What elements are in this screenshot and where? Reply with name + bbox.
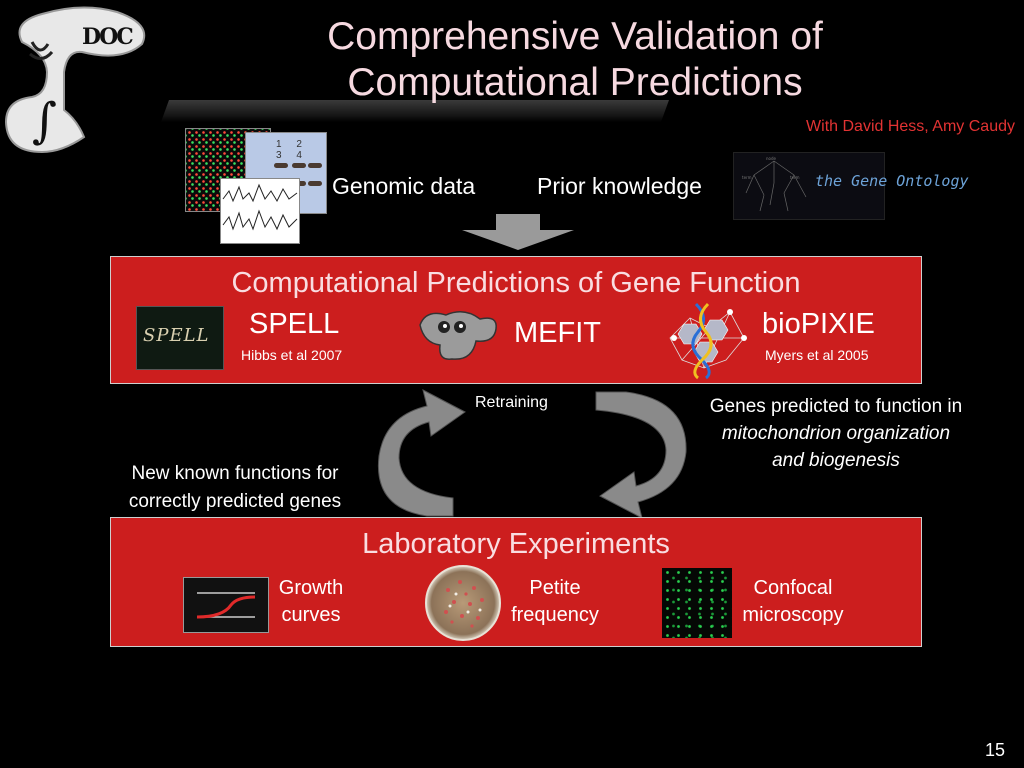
blot-band	[308, 181, 322, 186]
integral-bell-logo-icon: ∫	[4, 6, 146, 154]
svg-text:term: term	[790, 175, 800, 180]
logo-text: DOC	[82, 24, 134, 50]
svg-text:∫: ∫	[32, 93, 57, 149]
spell-logo-image: SPELL	[136, 306, 224, 370]
title-line-1: Comprehensive Validation of	[327, 15, 823, 58]
predictions-box-title: Computational Predictions of Gene Functi…	[231, 267, 801, 299]
growth-line-2: curves	[281, 604, 341, 626]
genes-predicted-line-2: mitochondrion organization	[721, 423, 951, 444]
genes-predicted-line-3: and biogenesis	[772, 450, 900, 471]
petite-frequency-label: Petite frequency	[500, 575, 610, 629]
confocal-microscopy-label: Confocal microscopy	[733, 575, 853, 629]
cycle-arrow-up-icon	[377, 389, 466, 517]
spell-name: SPELL	[249, 308, 340, 340]
title-line-2: Computational Predictions	[347, 61, 803, 104]
svg-text:term: term	[742, 175, 752, 180]
new-functions-line-1: New known functions for	[131, 463, 339, 484]
mefit-name: MEFIT	[514, 317, 601, 349]
slide-number: 15	[985, 740, 1006, 760]
gene-ontology-image: node term term	[733, 152, 885, 220]
prior-knowledge-label: Prior knowledge	[537, 173, 702, 199]
genomic-data-label: Genomic data	[332, 173, 476, 199]
biopixie-network-icon	[669, 302, 747, 380]
growth-line-1: Growth	[278, 577, 344, 599]
new-functions-line-2: correctly predicted genes	[128, 491, 342, 512]
confocal-line-1: Confocal	[753, 577, 833, 599]
predictions-box: Computational Predictions of Gene Functi…	[110, 256, 922, 384]
confocal-line-2: microscopy	[742, 604, 844, 626]
lab-logo: ∫	[2, 2, 152, 158]
lab-box-title: Laboratory Experiments	[362, 528, 670, 560]
growth-curves-label: Growth curves	[268, 575, 354, 629]
confocal-microscopy-image	[662, 568, 732, 638]
biopixie-citation: Myers et al 2005	[765, 347, 869, 363]
biopixie-name: bioPIXIE	[762, 308, 875, 340]
petite-line-1: Petite	[529, 577, 581, 599]
blot-band	[292, 163, 306, 168]
sequence-trace-image	[220, 178, 300, 244]
blot-band	[274, 163, 288, 168]
growth-curve-image	[183, 577, 269, 633]
new-functions-note: New known functions for correctly predic…	[100, 460, 370, 516]
genes-predicted-line-1: Genes predicted to function in	[709, 396, 963, 417]
slide-title: Comprehensive Validation of Computationa…	[230, 14, 920, 106]
credit-text: With David Hess, Amy Caudy	[806, 118, 1015, 135]
western-lane-numbers: 1 2 3 4	[276, 139, 308, 161]
petri-dish-image	[425, 565, 501, 641]
genes-predicted-note: Genes predicted to function in mitochond…	[676, 393, 996, 474]
gene-ontology-label: the Gene Ontology	[815, 172, 969, 190]
blot-band	[308, 163, 322, 168]
down-arrow-icon	[462, 214, 574, 250]
retraining-label: Retraining	[475, 394, 548, 411]
yeast-cell-mefit-icon	[419, 311, 497, 360]
petite-line-2: frequency	[511, 604, 599, 626]
svg-text:node: node	[766, 156, 777, 161]
spell-citation: Hibbs et al 2007	[241, 347, 343, 363]
spell-logo-text: SPELL	[143, 325, 210, 346]
